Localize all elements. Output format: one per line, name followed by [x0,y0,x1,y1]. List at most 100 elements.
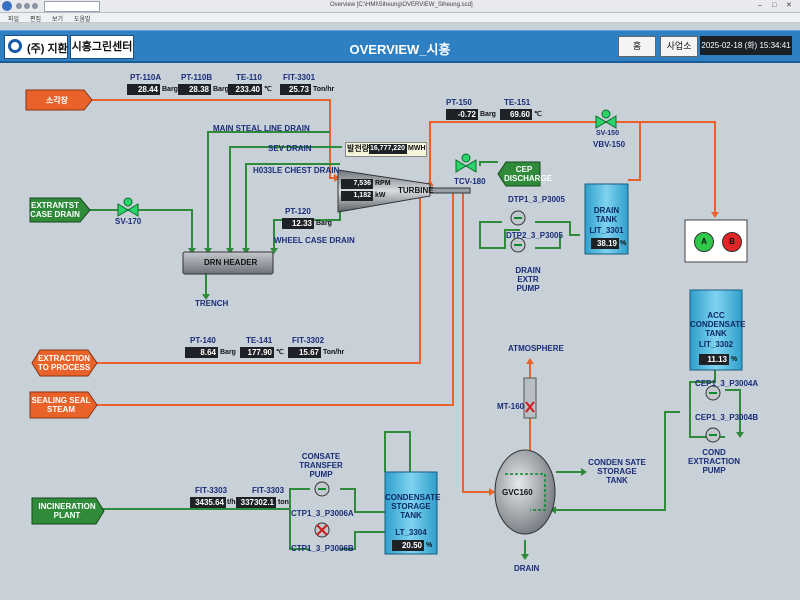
ctp1b-label[interactable]: CTP1_3_P3006B [291,544,354,553]
fit3301-tag: FIT-3301 [283,73,316,82]
drain-extr-pump-label: DRAIN EXTR PUMP [515,266,541,293]
condensate-storage-tank-arrow-label: CONDEN SATE STORAGE TANK [588,458,646,485]
pt140-tag: PT-140 [190,336,216,345]
te110-value: 233.40 [228,84,262,95]
dtp2-label[interactable]: DTP2_3_P3005 [506,231,563,240]
forward-icon[interactable] [24,3,30,9]
pt110b-tag: PT-110B [181,73,213,82]
generation-value: 16,777,220 [369,144,407,154]
home-button[interactable]: 홈 [618,36,656,57]
turbine-rpm-value: 7,536 [341,179,373,189]
back-icon[interactable] [16,3,22,9]
storage-tank-name[interactable]: CONDENSATE STORAGE TANK [385,493,441,520]
window-titlebar: Overview [C:\HMI\Siheung\OVERVIEW_Siheun… [0,0,800,13]
stream-extrantst-case-drain[interactable]: EXTRANTST CASE DRAIN [30,201,80,219]
company-logo: (주) 지환 [4,35,68,59]
pt110b-value: 28.38 [178,84,211,95]
fit3303b-value: 337302.1 [236,497,276,508]
drain-label: DRAIN [514,564,540,573]
page-header: (주) 지환 시흥그린센터 OVERVIEW_시흥 홈 사업소 2025-02-… [0,30,800,63]
alarm-a-button[interactable]: A [694,232,714,252]
pipe-arrowheads [188,174,744,560]
chest-drain-label: H033LE CHEST DRAIN [253,166,340,175]
turbine-kw-value: 1,182 [341,191,373,201]
address-input[interactable] [44,1,100,12]
acc-tank-level: 11.13 [699,354,729,365]
turbine-label[interactable]: TURBINE [398,186,434,195]
stopped-marks [316,401,535,536]
dtp1-label[interactable]: DTP1_3_P3005 [508,195,565,204]
drain-tank-name[interactable]: DRAIN TANK [593,206,620,224]
pt110a-unit: Barg [162,86,178,93]
menu-help[interactable]: 도움말 [74,17,91,23]
ctp1a-label[interactable]: CTP1_3_P3006A [291,509,354,518]
page-title: OVERVIEW_시흥 [349,42,451,57]
fit3303b-unit: ton [278,499,289,506]
menu-file[interactable]: 파일 [8,17,20,23]
drain-tank-tag: LIT_3301 [589,226,624,235]
fit3302-unit: Ton/hr [323,349,345,356]
drain-tank-unit: % [620,240,627,247]
pt120-tag: PT-120 [285,207,311,216]
valves [117,109,617,217]
mt160-label[interactable]: MT-160 [497,402,525,411]
pt110a-value: 28.44 [127,84,160,95]
pump-running-marks [318,217,717,490]
gvc160-vessel [494,449,556,535]
pt110a-tag: PT-110A [130,73,162,82]
generation-label: 발전량 [347,144,370,153]
menu-view[interactable]: 보기 [52,17,64,23]
menu-edit[interactable]: 편집 [30,17,42,23]
cep1a-label[interactable]: CEP1_3_P3004A [695,379,759,388]
pt140-value: 8.64 [185,347,218,358]
consate-transfer-pump-label: CONSATE TRANSFER PUMP [299,452,343,479]
storage-tank-level: 20.50 [392,540,424,551]
storage-tank-tag: LT_3304 [395,528,427,537]
sv150-label[interactable]: SV-150 [596,130,619,137]
turbine-shaft [429,187,471,194]
turbine-kw-unit: kW [375,192,386,199]
stream-sealing-seal-steam[interactable]: SEALING SEAL STEAM [31,396,91,414]
fit3302-tag: FIT-3302 [292,336,325,345]
stream-cep-discharge[interactable]: CEP DISCHARGE [504,165,553,183]
te141-value: 177.90 [240,347,274,358]
pt140-unit: Barg [220,349,236,356]
refresh-icon[interactable] [32,3,38,9]
pt110b-unit: Barg [213,86,229,93]
drn-header-label[interactable]: DRN HEADER [204,258,258,267]
site-button[interactable]: 사업소 [660,36,698,57]
fit3301-value: 25.73 [280,84,311,95]
fit3303a-unit: t/h [227,499,236,506]
pt120-unit: Barg [316,220,332,227]
gvc160-label[interactable]: GVC160 [502,488,533,497]
stream-incineration-plant[interactable]: INCINERATION PLANT [38,502,96,520]
stream-extraction-to-process[interactable]: EXTRACTION TO PROCESS [37,354,91,372]
sv170-label[interactable]: SV-170 [115,217,142,226]
stream-incinerator[interactable]: 소각장 [45,96,69,105]
te110-tag: TE-110 [236,73,262,82]
generation-unit: MWH [408,145,426,152]
close-icon[interactable]: ✕ [786,2,792,9]
diagram-overlay: 소각장 EXTRANTST CASE DRAIN CEP DISCHARGE E… [0,62,800,600]
fit3303b-tag: FIT-3303 [252,486,285,495]
pt150-value: -0.72 [446,109,478,120]
acc-tank-name[interactable]: ACC CONDENSATE TANK [690,311,746,338]
vbv150-label[interactable]: VBV-150 [593,140,626,149]
tcv180-label[interactable]: TCV-180 [454,177,486,186]
sev-drain-label: SEV DRAIN [268,144,312,153]
cep1b-label[interactable]: CEP1_3_P3004B [695,413,759,422]
drn-header-vessel [182,251,274,275]
stream-arrows [25,89,541,525]
minimize-icon[interactable]: – [758,2,762,9]
fit3302-value: 15.67 [288,347,321,358]
wheel-case-drain-label: WHEEL CASE DRAIN [274,236,355,245]
te151-tag: TE-151 [504,98,531,107]
company-name: (주) 지환 [27,43,68,55]
drain-tank-level: 38.19 [591,238,619,249]
alarm-b-button[interactable]: B [722,232,742,252]
maximize-icon[interactable]: □ [772,2,777,9]
pt120-value: 12.33 [282,218,314,229]
company-logo-icon [8,39,22,53]
te141-tag: TE-141 [246,336,273,345]
fit3303a-tag: FIT-3303 [195,486,228,495]
